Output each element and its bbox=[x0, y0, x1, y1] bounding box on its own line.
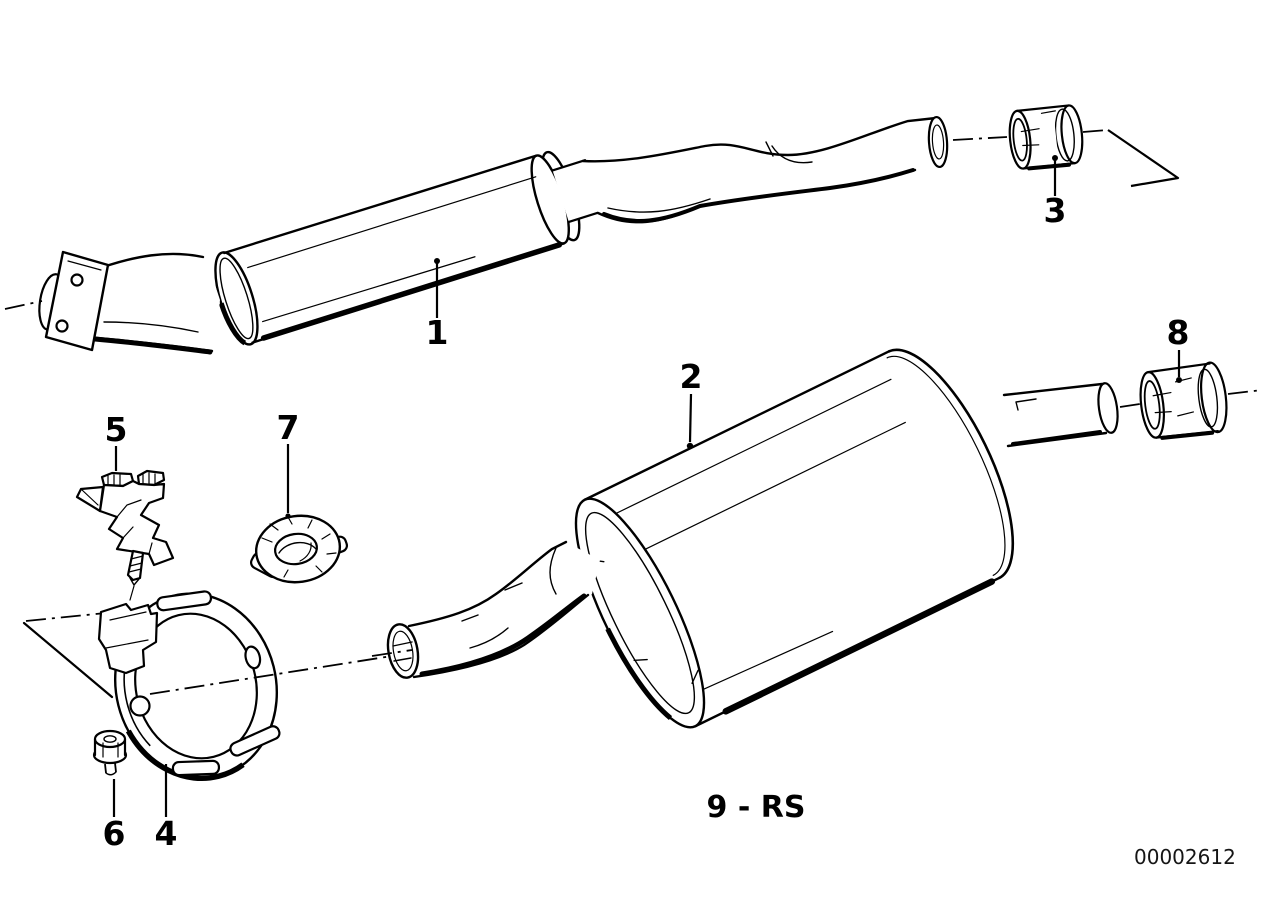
flange-nut-6 bbox=[92, 729, 128, 776]
plate-number: 00002612 bbox=[1134, 845, 1236, 869]
variant-label: 9 - RS bbox=[707, 790, 806, 825]
part-number-3[interactable]: 3 bbox=[1044, 191, 1067, 230]
callout-4[interactable]: 4 bbox=[155, 764, 178, 853]
callout-8[interactable]: 8 bbox=[1167, 313, 1190, 383]
callout-3[interactable]: 3 bbox=[1044, 155, 1067, 230]
callout-7[interactable]: 7 bbox=[277, 408, 300, 519]
callout-6[interactable]: 6 bbox=[103, 779, 126, 853]
direction-arrow-right bbox=[1107, 129, 1180, 188]
front-silencer-tailpipe bbox=[581, 115, 949, 224]
rear-silencer-tail-stub bbox=[1002, 382, 1119, 448]
clamp-ring-tab bbox=[97, 602, 159, 675]
part-number-1[interactable]: 1 bbox=[426, 313, 449, 352]
centerline-front bbox=[4, 300, 43, 310]
part-number-7[interactable]: 7 bbox=[277, 408, 300, 447]
front-pipe-flange bbox=[38, 250, 110, 352]
callout-5[interactable]: 5 bbox=[105, 410, 128, 471]
part-number-2[interactable]: 2 bbox=[680, 357, 703, 396]
part-number-4[interactable]: 4 bbox=[155, 814, 178, 853]
front-pipe bbox=[84, 252, 220, 355]
rubber-mounting-clamp-7 bbox=[250, 514, 349, 584]
rear-silencer-inlet-pipe bbox=[371, 540, 600, 679]
direction-arrow-left bbox=[22, 612, 114, 699]
rear-silencer-body bbox=[573, 348, 1015, 730]
clamping-sleeve-3 bbox=[952, 104, 1109, 171]
part-number-6[interactable]: 6 bbox=[103, 814, 126, 853]
part-number-8[interactable]: 8 bbox=[1167, 313, 1190, 352]
clamp-ring-4 bbox=[97, 590, 393, 782]
support-bracket-5 bbox=[75, 469, 175, 601]
callout-2[interactable]: 2 bbox=[680, 357, 703, 450]
clamping-sleeve-8 bbox=[1119, 361, 1263, 440]
callout-1[interactable]: 1 bbox=[426, 258, 449, 352]
front-silencer-body bbox=[212, 150, 603, 347]
part-number-5[interactable]: 5 bbox=[105, 410, 128, 449]
front-silencer bbox=[4, 115, 949, 355]
rear-silencer bbox=[371, 348, 1119, 730]
